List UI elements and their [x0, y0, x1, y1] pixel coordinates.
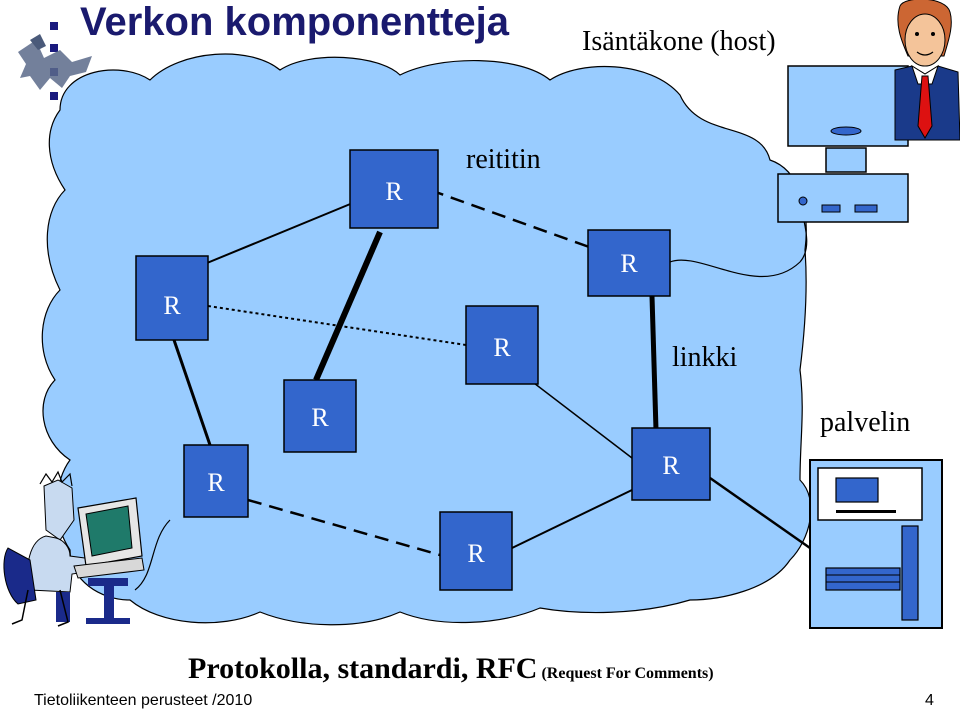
- link-center-to-right: [529, 379, 633, 459]
- svg-text:R: R: [385, 177, 403, 206]
- link-thick-center: [313, 230, 383, 382]
- svg-text:R: R: [467, 539, 485, 568]
- label-server: palvelin: [820, 407, 910, 438]
- link-left-dashed: [247, 498, 441, 557]
- page-number: 4: [925, 692, 934, 709]
- svg-text:R: R: [493, 333, 511, 362]
- link-r-top-left: [189, 199, 361, 271]
- slide-title: Verkon komponentteja: [80, 0, 509, 44]
- router-upper-right: R: [587, 229, 671, 297]
- router-bottom: R: [439, 511, 513, 591]
- link-linkki: [649, 295, 659, 431]
- person-icon: [894, 0, 960, 141]
- links: [134, 188, 811, 591]
- university-logo: [18, 22, 92, 100]
- router-lower-right: R: [631, 427, 711, 501]
- label-link: linkki: [672, 342, 738, 373]
- svg-text:R: R: [662, 451, 680, 480]
- protocol-note: (Request For Comments): [541, 665, 714, 682]
- label-router: reititin: [466, 144, 541, 175]
- routers: R R R R R R R: [135, 149, 711, 591]
- link-dotted: [207, 305, 467, 346]
- link-bottom-right: [511, 489, 633, 549]
- host-computer: [777, 65, 909, 223]
- router-center: R: [465, 305, 539, 385]
- svg-text:R: R: [163, 291, 181, 320]
- router-left: R: [135, 255, 209, 341]
- router-top: R: [349, 149, 439, 229]
- router-lower-left: R: [183, 444, 249, 518]
- svg-text:R: R: [311, 403, 329, 432]
- protocol-main: Protokolla, standardi, RFC: [188, 652, 538, 685]
- link-dashed-top: [429, 188, 593, 250]
- server-computer: [809, 459, 943, 629]
- user-at-computer: [3, 470, 145, 627]
- footer-course: Tietoliikenteen perusteet /2010: [34, 692, 253, 709]
- svg-text:R: R: [620, 249, 638, 278]
- link-to-server: [709, 476, 811, 550]
- router-mid-left: R: [283, 379, 357, 453]
- link-left-vertical: [172, 339, 212, 446]
- host-label: Isäntäkone (host): [582, 26, 776, 57]
- protocol-caption: Protokolla, standardi, RFC (Request For …: [188, 652, 714, 686]
- link-to-pc: [134, 519, 171, 591]
- svg-text:R: R: [207, 468, 225, 497]
